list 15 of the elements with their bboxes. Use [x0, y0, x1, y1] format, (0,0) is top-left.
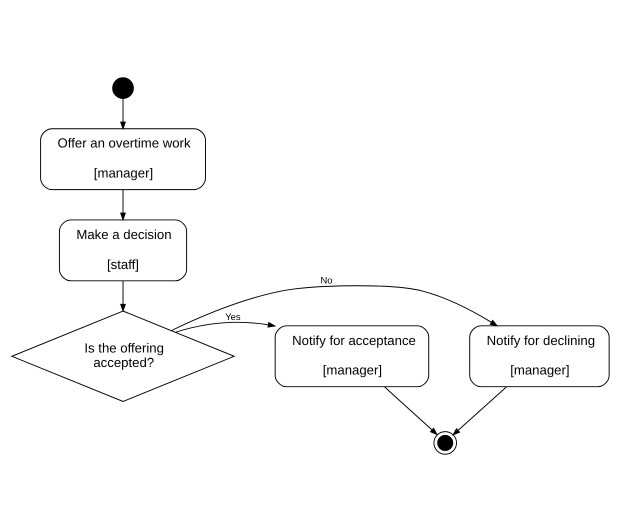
arrow — [120, 188, 126, 221]
edge-label: Yes — [225, 310, 241, 322]
node-box: Notify for declining [manager] — [469, 324, 610, 387]
arrow — [452, 386, 507, 436]
arrow — [120, 98, 126, 130]
arrow — [120, 280, 126, 312]
arrow — [384, 386, 438, 435]
arrow — [171, 284, 498, 330]
node-box: Notify for acceptance [manager] — [274, 324, 430, 387]
edge-label: No — [320, 274, 333, 285]
node-box: Make a decision [staff] — [58, 218, 188, 281]
node-box: Offer an overtime work [manager] — [40, 128, 206, 190]
node-circle — [433, 430, 457, 454]
node-circle — [112, 76, 134, 98]
arrow — [175, 321, 276, 332]
